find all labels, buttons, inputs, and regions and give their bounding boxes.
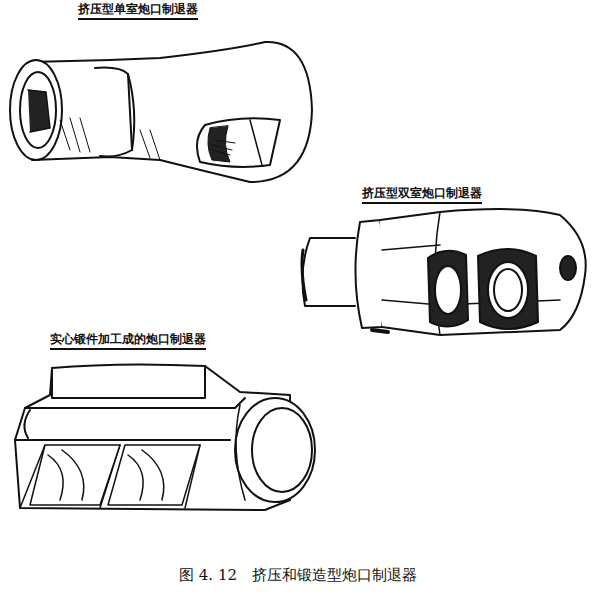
double-chamber-brake [302,209,586,335]
single-chamber-brake [10,42,312,182]
part-label: 挤压型单室炮口制退器 [78,2,198,20]
figure-caption: 图 4. 12 挤压和锻造型炮口制退器 [179,566,417,584]
part-label: 挤压型双室炮口制退器 [362,186,482,204]
forged-brake [15,364,315,510]
part-label: 实心锻件加工成的炮口制退器 [50,332,206,350]
